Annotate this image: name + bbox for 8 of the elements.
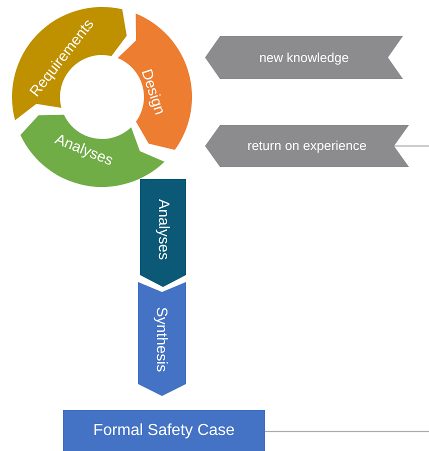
chevron-label: return on experience [247, 137, 367, 156]
connector-line [394, 145, 429, 147]
chevron-label: new knowledge [259, 48, 349, 67]
connector-line [265, 430, 429, 432]
result-box: Formal Safety Case [63, 410, 265, 451]
chevron-label: Analyses [156, 198, 170, 260]
chevron-label: Synthesis [154, 306, 170, 372]
segment-label: Design [138, 67, 168, 116]
